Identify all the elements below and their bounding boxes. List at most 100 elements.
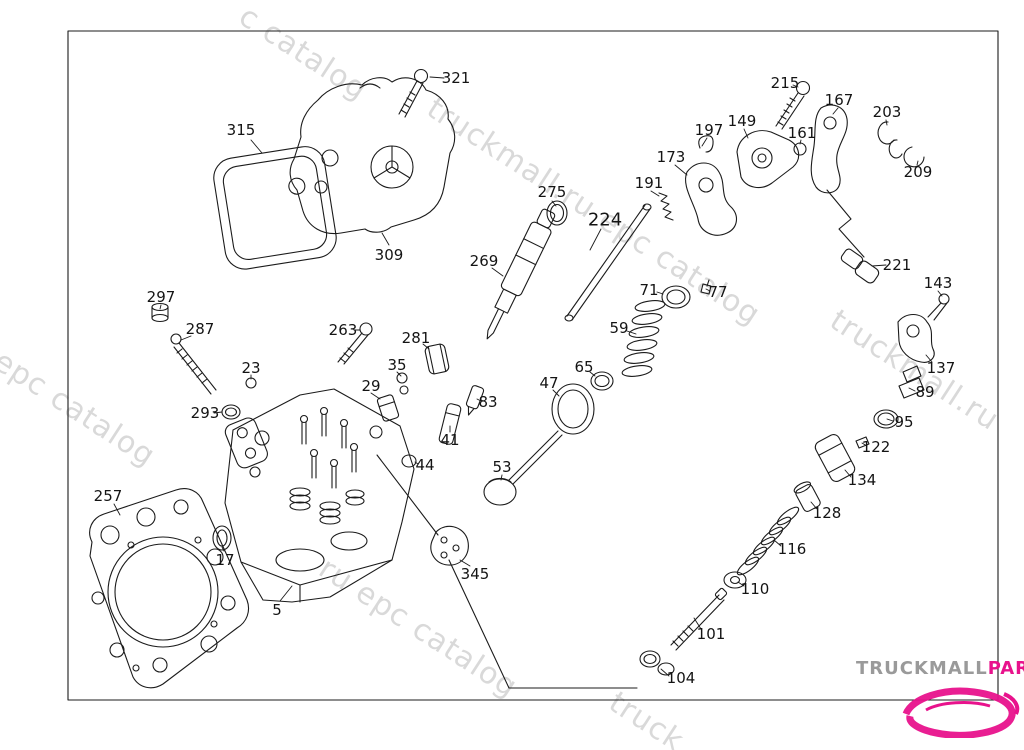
part-label-143: 143 [923,274,953,292]
part-label-35: 35 [387,356,407,374]
head-studs-drawing [299,406,359,489]
leader-lines [113,76,943,677]
valve-35-drawing [396,372,409,395]
head-gasket-drawing [89,488,250,689]
valve-lifter-134-drawing [814,434,856,482]
rocker-arm-173-drawing [685,162,737,236]
part-label-53: 53 [492,458,512,476]
circlip-209-drawing [903,146,925,168]
bolt-215-drawing [775,80,811,130]
callout-line [448,559,638,689]
bracket-221-drawing [826,189,880,284]
part-label-128: 128 [812,504,842,522]
part-label-167: 167 [824,91,854,109]
seal-ring-65-drawing [590,371,614,391]
valve-spring-116-drawing [736,506,800,576]
seal-ring-95-drawing [873,409,899,429]
part-label-95: 95 [894,413,914,431]
part-label-44: 44 [415,456,435,474]
part-label-104: 104 [666,669,696,687]
part-label-41: 41 [440,431,460,449]
part-label-110: 110 [740,580,770,598]
bolt-143-drawing [927,293,950,321]
valve-cover-gasket-drawing [213,146,337,270]
part-label-215: 215 [770,74,800,92]
seal-ring-47-drawing [551,383,595,435]
part-label-59: 59 [609,319,629,337]
part-label-297: 297 [146,288,176,306]
part-label-89: 89 [915,383,935,401]
rocker-arm-167-drawing [810,104,848,194]
part-label-17: 17 [215,551,235,569]
part-label-29: 29 [361,377,381,395]
part-label-197: 197 [694,121,724,139]
part-label-71: 71 [639,281,659,299]
seal-71-drawing [661,285,691,309]
part-label-275: 275 [537,183,567,201]
push-rod-drawing [564,203,652,322]
spring-retainer-128-drawing [793,481,821,512]
part-label-23: 23 [241,359,261,377]
fitting-29-drawing [376,394,400,422]
sleeve-281-drawing [424,343,450,375]
part-label-315: 315 [226,121,256,139]
valve-cone-89-drawing [898,365,925,399]
part-label-224: 224 [587,209,623,231]
part-label-77: 77 [708,283,728,301]
rocker-arm-137-drawing [897,313,935,363]
stud-287-drawing [170,333,217,395]
part-label-5: 5 [272,601,282,619]
brand-logo: TRUCKMALLPARTS [856,658,1024,738]
part-label-321: 321 [441,69,471,87]
part-label-345: 345 [460,565,490,583]
spring-seat-110-drawing [723,571,747,589]
plug-17-drawing [212,525,232,551]
brand-logo-parts: PARTS [987,658,1024,679]
part-label-221: 221 [882,256,912,274]
part-label-47: 47 [539,374,559,392]
part-label-161: 161 [787,124,817,142]
part-label-173: 173 [656,148,686,166]
part-label-134: 134 [847,471,877,489]
part-label-263: 263 [328,321,358,339]
part-label-257: 257 [93,487,123,505]
sleeve-41-drawing [438,403,462,445]
clip-122-drawing [855,436,870,449]
brand-logo-swirl-icon [902,687,1020,738]
part-label-65: 65 [574,358,594,376]
part-label-309: 309 [374,246,404,264]
valve-53-drawing [483,430,563,506]
part-label-269: 269 [469,252,499,270]
part-label-101: 101 [696,625,726,643]
side-flange-drawing [224,417,268,469]
plug-297-drawing [151,302,169,323]
part-label-116: 116 [777,540,807,558]
small-spring-191-drawing [658,192,674,221]
diagram-frame [67,30,999,701]
bolt-263-drawing [337,322,373,365]
clip-197-drawing [698,135,714,153]
cylinder-head-drawing [224,388,415,603]
valve-spring-59-drawing [621,300,666,377]
bolt-321-drawing [398,68,429,118]
snap-rings-203-drawing [877,121,903,159]
part-label-149: 149 [727,112,757,130]
part-label-203: 203 [872,103,902,121]
part-label-191: 191 [634,174,664,192]
oring-275-drawing [546,200,568,226]
part-label-83: 83 [478,393,498,411]
brand-logo-truckmall: TRUCKMALL [856,658,988,679]
part-label-209: 209 [903,163,933,181]
brand-logo-text: TRUCKMALLPARTS [856,658,1024,679]
head-springs-drawing [289,487,365,525]
part-label-281: 281 [401,329,431,347]
part-label-293: 293 [190,404,220,422]
clip-77-drawing [700,279,712,295]
part-label-137: 137 [926,359,956,377]
part-label-122: 122 [861,438,891,456]
seal-rings-104-drawing [639,650,675,676]
bracket-345-drawing [376,454,469,566]
